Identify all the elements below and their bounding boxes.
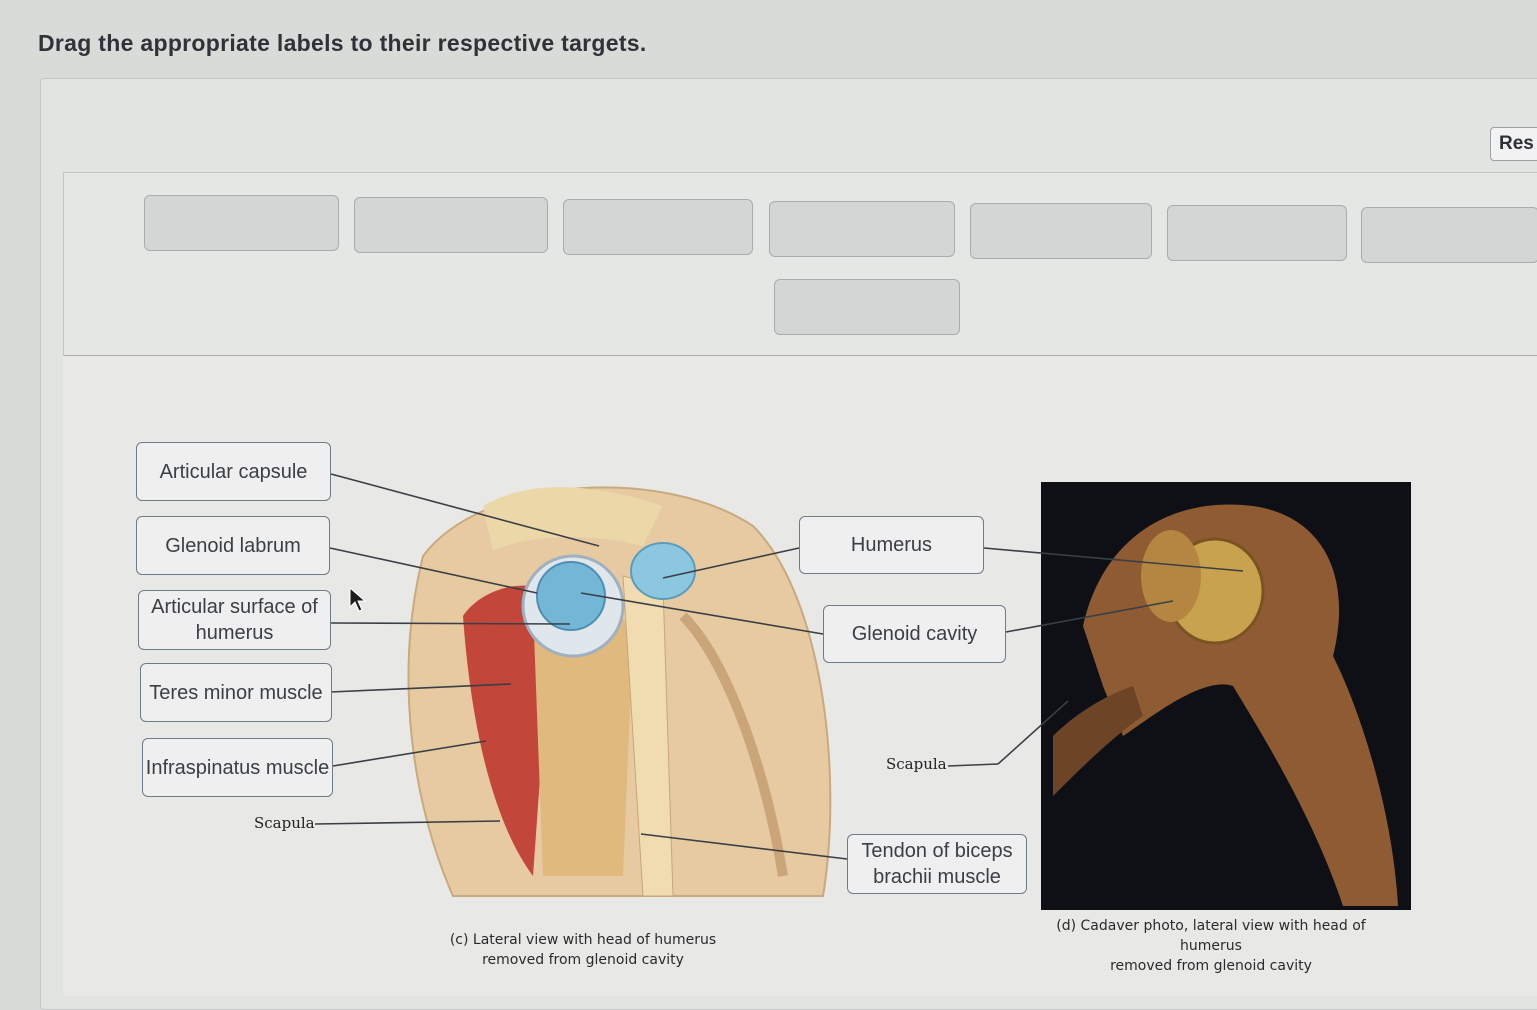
target-label: Humerus — [850, 534, 933, 556]
target-label: Infraspinatus muscle — [145, 756, 330, 779]
label-tile[interactable] — [144, 195, 339, 251]
label-tile[interactable] — [769, 201, 955, 257]
scapula-label-d: Scapula — [886, 755, 947, 773]
target-label: Tendon of biceps brachii muscle — [861, 840, 1013, 888]
label-bank — [63, 172, 1537, 357]
shoulder-illustration — [314, 473, 1411, 910]
figure-d-caption: (d) Cadaver photo, lateral view with hea… — [1031, 916, 1391, 976]
label-tile[interactable] — [1361, 207, 1537, 263]
diagram-workspace: Articular capsule Glenoid labrum Articul… — [63, 356, 1537, 996]
target-teres-minor[interactable]: Teres minor muscle — [140, 663, 332, 722]
arrow-pointer-icon — [349, 587, 367, 612]
target-tendon-biceps[interactable]: Tendon of biceps brachii muscle — [847, 834, 1027, 894]
instruction-text: Drag the appropriate labels to their res… — [38, 30, 647, 56]
label-tile[interactable] — [970, 203, 1152, 259]
target-glenoid-cavity[interactable]: Glenoid cavity — [823, 605, 1006, 663]
target-infraspinatus[interactable]: Infraspinatus muscle — [142, 738, 333, 797]
label-tile[interactable] — [354, 197, 548, 253]
target-humerus[interactable]: Humerus — [799, 516, 984, 574]
target-articular-surface[interactable]: Articular surface of humerus — [138, 590, 331, 650]
label-tile[interactable] — [774, 279, 960, 335]
label-tile[interactable] — [563, 199, 753, 255]
caption-line: (d) Cadaver photo, lateral view with hea… — [1056, 918, 1366, 954]
target-label: Glenoid labrum — [165, 534, 301, 557]
target-label: Teres minor muscle — [149, 681, 323, 704]
label-tile[interactable] — [1167, 205, 1347, 261]
reset-button[interactable]: Res — [1490, 127, 1537, 161]
target-glenoid-labrum[interactable]: Glenoid labrum — [136, 516, 330, 575]
target-label: Articular surface of humerus — [151, 596, 318, 644]
target-label: Articular capsule — [159, 460, 308, 483]
target-label: Glenoid cavity — [851, 623, 978, 645]
caption-line: removed from glenoid cavity — [1110, 958, 1312, 974]
target-articular-capsule[interactable]: Articular capsule — [136, 442, 331, 501]
caption-line: removed from glenoid cavity — [482, 952, 684, 968]
figure-c-caption: (c) Lateral view with head of humerus re… — [443, 930, 723, 970]
caption-line: (c) Lateral view with head of humerus — [449, 932, 717, 948]
scapula-label-c: Scapula — [254, 814, 315, 832]
